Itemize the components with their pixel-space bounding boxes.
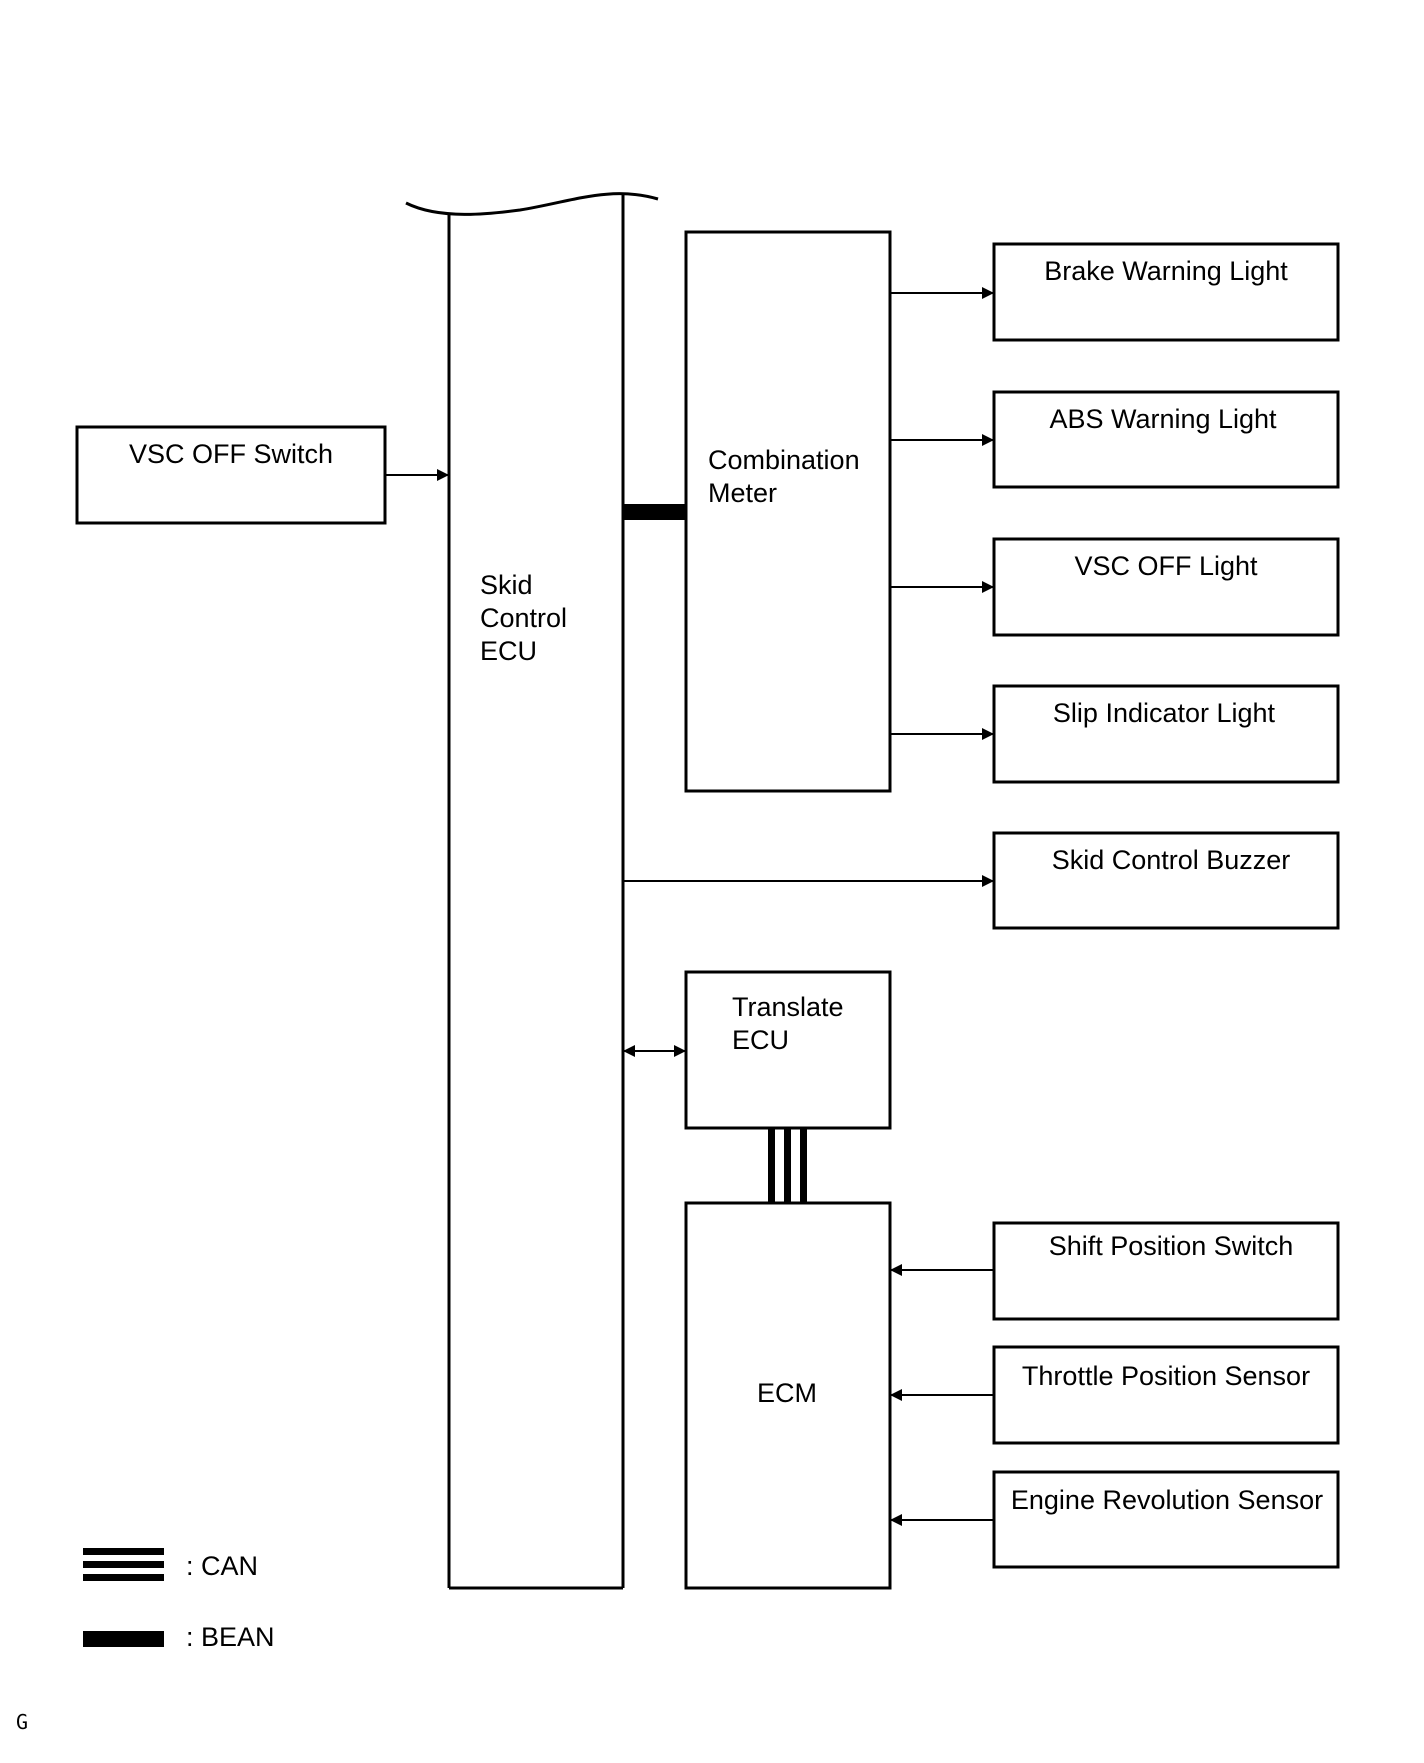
engine-revolution-sensor-label: Engine Revolution Sensor	[1011, 1485, 1323, 1515]
abs-warning-light-box: ABS Warning Light	[992, 390, 1340, 489]
vsc-off-switch-box: VSC OFF Switch	[75, 425, 387, 525]
skid-control-buzzer-box: Skid Control Buzzer	[992, 831, 1340, 930]
shift-position-switch-label: Shift Position Switch	[1049, 1231, 1294, 1261]
skid-control-ecu-block: Skid Control ECU	[405, 192, 659, 1590]
skid-control-ecu-label-1: Skid	[480, 570, 533, 600]
combination-meter-box: Combination Meter	[684, 230, 892, 793]
legend-can-label: : CAN	[186, 1551, 258, 1581]
legend-can-symbol	[83, 1548, 164, 1581]
legend-bean-label: : BEAN	[186, 1622, 275, 1652]
abs-warning-light-label: ABS Warning Light	[1049, 404, 1277, 434]
legend-bean-symbol	[83, 1631, 164, 1647]
combination-meter-label-1: Combination	[708, 445, 860, 475]
throttle-position-sensor-label: Throttle Position Sensor	[1022, 1361, 1310, 1391]
can-bus-link	[768, 1128, 807, 1203]
ecm-label: ECM	[757, 1378, 817, 1408]
break-line-wavy	[405, 192, 659, 216]
translate-ecu-label-1: Translate	[732, 992, 844, 1022]
translate-ecu-label-2: ECU	[732, 1025, 789, 1055]
combination-meter-label-2: Meter	[708, 478, 777, 508]
vsc-off-light-label: VSC OFF Light	[1074, 551, 1258, 581]
brake-warning-light-label: Brake Warning Light	[1044, 256, 1288, 286]
footer-code: G	[16, 1710, 28, 1734]
engine-revolution-sensor-box: Engine Revolution Sensor	[992, 1470, 1340, 1569]
translate-ecu-box: Translate ECU	[684, 970, 892, 1130]
slip-indicator-light-box: Slip Indicator Light	[992, 684, 1340, 784]
skid-control-ecu-label-2: Control	[480, 603, 567, 633]
shift-position-switch-box: Shift Position Switch	[992, 1221, 1340, 1321]
vsc-off-light-box: VSC OFF Light	[992, 537, 1340, 637]
vsc-off-switch-label: VSC OFF Switch	[129, 439, 333, 469]
throttle-position-sensor-box: Throttle Position Sensor	[992, 1345, 1340, 1445]
bean-bus-link	[623, 504, 686, 520]
brake-warning-light-box: Brake Warning Light	[992, 242, 1340, 342]
ecm-box: ECM	[684, 1201, 892, 1590]
skid-control-ecu-label-3: ECU	[480, 636, 537, 666]
slip-indicator-light-label: Slip Indicator Light	[1053, 698, 1276, 728]
legend: : CAN : BEAN	[83, 1548, 275, 1652]
skid-control-buzzer-label: Skid Control Buzzer	[1052, 845, 1291, 875]
